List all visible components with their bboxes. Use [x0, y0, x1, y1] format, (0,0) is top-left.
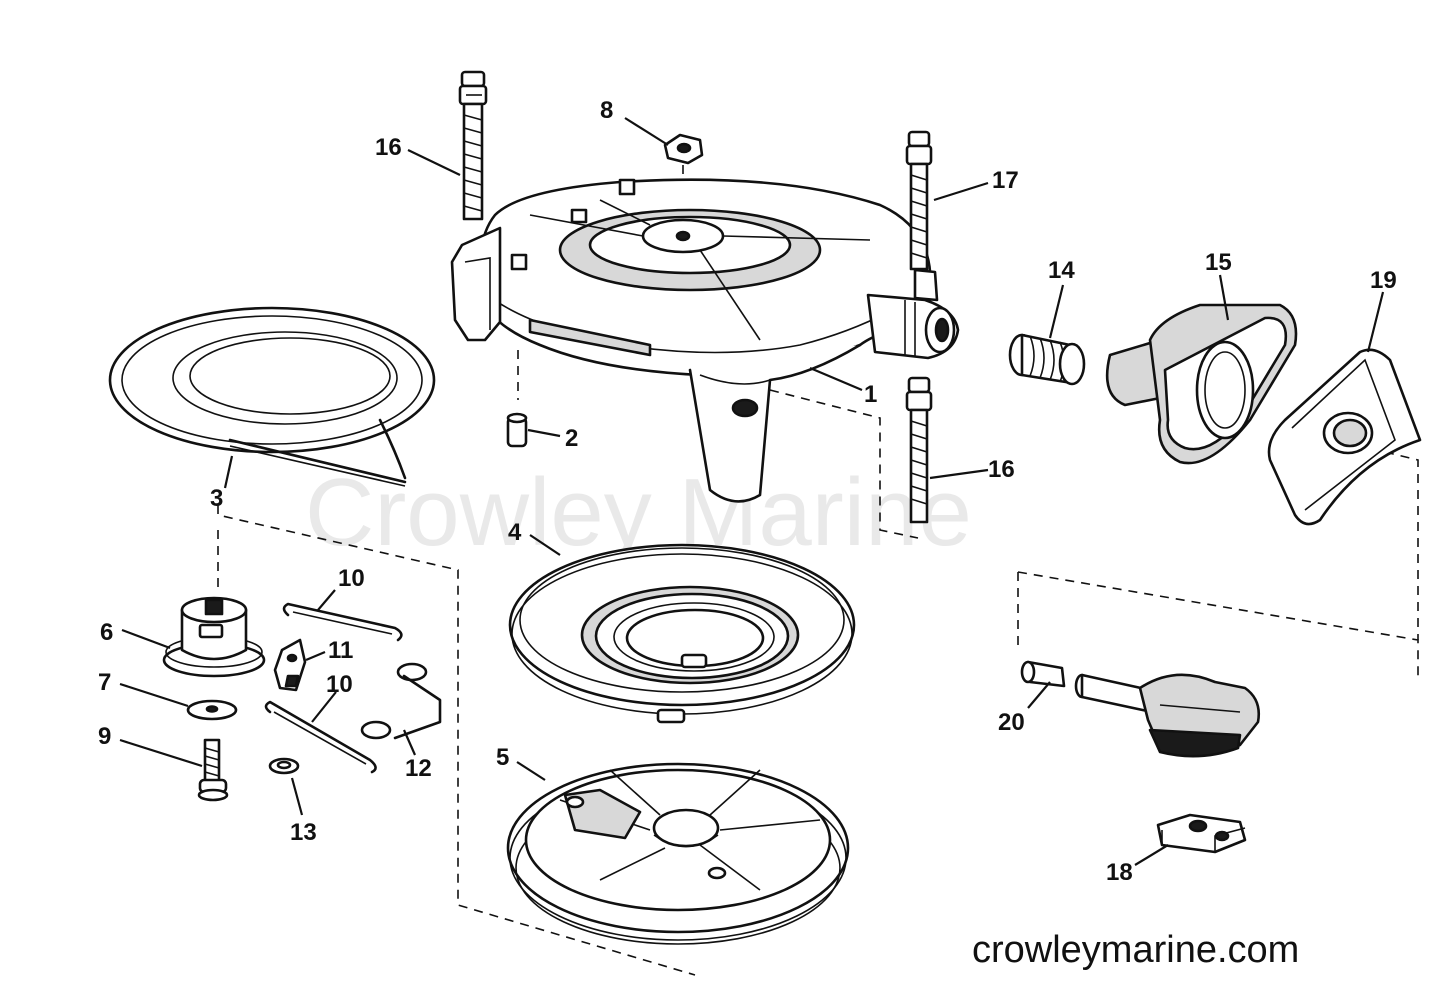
- label-part-13: 13: [290, 819, 317, 846]
- spring-part-14: [1008, 333, 1086, 386]
- starter-handle: [1074, 673, 1260, 758]
- pulley-part-5: [506, 762, 850, 945]
- label-part-3: 3: [210, 485, 223, 512]
- label-part-15: 15: [1205, 249, 1232, 276]
- part-number-labels: 1 2 3 4 5 6 7 8 9 10 10 11 12 13 14 15 1…: [98, 97, 1397, 886]
- anchor-part-18: [1156, 813, 1247, 854]
- link-part-10-upper: [282, 602, 403, 642]
- handle-insert-part-20: [1020, 660, 1066, 688]
- screw-part-16-upper: [458, 70, 488, 221]
- nut-part-8: [663, 133, 704, 165]
- leader-lines: [119, 117, 1385, 866]
- cover-plate-part-19: [1267, 348, 1422, 526]
- label-part-10-lower: 10: [326, 671, 353, 698]
- label-part-16-upper: 16: [375, 134, 402, 161]
- pawl-part-11: [273, 638, 307, 692]
- label-part-19: 19: [1370, 267, 1397, 294]
- spring-part-12: [360, 662, 442, 740]
- assembly-guide-lines: [217, 165, 1419, 976]
- starter-housing-part-1: [450, 178, 960, 503]
- label-part-17: 17: [992, 167, 1019, 194]
- screw-part-9: [197, 738, 229, 802]
- label-part-9: 9: [98, 723, 111, 750]
- site-url-text: crowleymarine.com: [972, 929, 1299, 971]
- label-part-10-upper: 10: [338, 565, 365, 592]
- label-part-18: 18: [1106, 859, 1133, 886]
- lock-washer-part-13: [268, 757, 300, 775]
- label-part-6: 6: [100, 619, 113, 646]
- label-part-11: 11: [328, 637, 353, 664]
- cam-part-6: [162, 596, 266, 678]
- label-part-14: 14: [1048, 257, 1075, 284]
- screw-part-16-lower: [905, 376, 933, 524]
- label-part-5: 5: [496, 744, 509, 771]
- label-part-2: 2: [565, 425, 578, 452]
- washer-part-7: [186, 699, 238, 721]
- label-part-8: 8: [600, 97, 613, 124]
- label-part-1: 1: [864, 381, 877, 408]
- label-part-20: 20: [998, 709, 1025, 736]
- label-part-4: 4: [508, 519, 522, 546]
- pin-part-2: [506, 412, 528, 448]
- label-part-12: 12: [405, 755, 432, 782]
- rope-part-3: [108, 306, 436, 487]
- label-part-16-lower: 16: [988, 456, 1015, 483]
- rope-guide-part-15: [1105, 303, 1298, 465]
- screw-part-17: [905, 130, 933, 271]
- recoil-spring-part-4: [508, 543, 856, 724]
- label-part-7: 7: [98, 669, 111, 696]
- link-part-10-lower: [264, 700, 377, 774]
